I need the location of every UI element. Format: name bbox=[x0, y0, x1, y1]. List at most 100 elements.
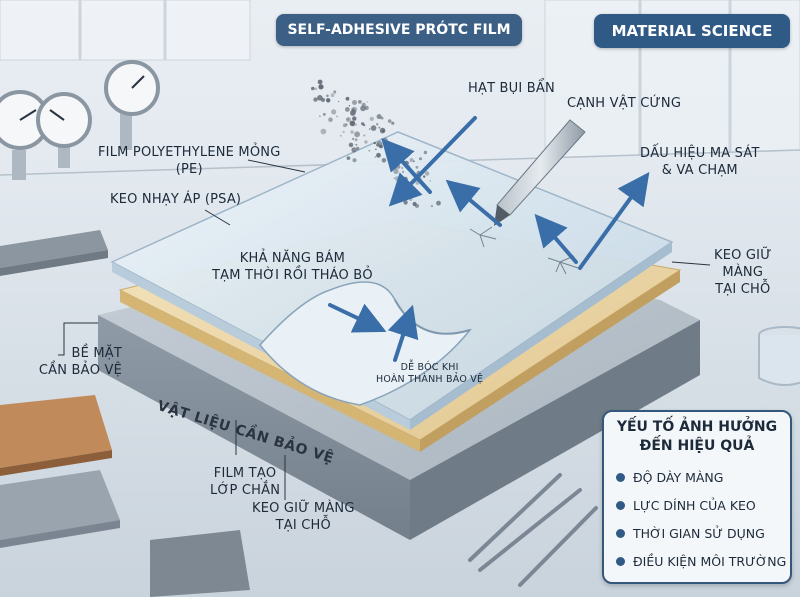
factors-panel: YẾU TỐ ẢNH HƯỞNG ĐẾN HIỆU QUẢ ĐỘ DÀY MÀN… bbox=[602, 410, 792, 584]
dust-label: HẠT BỤI BẨN bbox=[468, 81, 555, 96]
dust-particle bbox=[394, 176, 400, 182]
factor-label: ĐIỀU KIỆN MÔI TRƯỜNG bbox=[633, 554, 787, 569]
factor-label: THỜI GIAN SỬ DỤNG bbox=[633, 526, 765, 541]
dust-particle bbox=[352, 137, 355, 140]
dust-particle bbox=[424, 171, 430, 176]
dust-particle bbox=[318, 84, 324, 90]
dust-particle bbox=[314, 87, 318, 91]
surface-label-line1: BỀ MẶT bbox=[71, 346, 122, 361]
category-tag: MATERIAL SCIENCE bbox=[594, 14, 790, 48]
dust-particle bbox=[396, 164, 401, 169]
dust-particle bbox=[355, 143, 358, 146]
dust-particle bbox=[342, 130, 345, 134]
hold-right-line1: KEO GIỮ bbox=[714, 248, 772, 263]
dust-particle bbox=[339, 134, 342, 137]
hold-bottom-line1: KEO GIỮ MÀNG bbox=[252, 501, 355, 516]
dust-particle bbox=[354, 123, 358, 126]
surface-label-line2: CẦN BẢO VỆ bbox=[38, 363, 122, 378]
friction-label-line2: & VA CHẠM bbox=[661, 163, 738, 178]
dust-particle bbox=[349, 120, 356, 127]
dust-particle bbox=[387, 119, 392, 123]
dust-particle bbox=[360, 105, 366, 112]
bullet-icon bbox=[616, 501, 625, 510]
dust-particle bbox=[350, 110, 356, 116]
adhesion-label-line2: TẠM THỜI RỒI THÁO BỎ bbox=[212, 268, 373, 283]
factor-item: ĐIỀU KIỆN MÔI TRƯỜNG bbox=[616, 554, 786, 569]
dust-particle bbox=[375, 148, 377, 151]
dust-particle bbox=[429, 180, 432, 182]
material-samples bbox=[0, 230, 250, 597]
dust-particle bbox=[436, 200, 441, 206]
dust-particle bbox=[401, 170, 405, 174]
dust-particle bbox=[351, 147, 357, 153]
dust-particle bbox=[364, 105, 369, 110]
dust-particle bbox=[313, 97, 318, 102]
peel-label: DỄ BÓC KHI HOÀN THÀNH BẢO VỆ bbox=[376, 362, 483, 386]
dust-particle bbox=[370, 125, 377, 131]
adhesion-label: KHẢ NĂNG BÁM TẠM THỜI RỒI THÁO BỎ bbox=[212, 250, 373, 284]
bullet-icon bbox=[616, 557, 625, 566]
dust-particle bbox=[338, 100, 340, 103]
dust-particle bbox=[348, 142, 354, 148]
dust-particle bbox=[352, 116, 357, 121]
dust-particle bbox=[376, 123, 379, 126]
dust-particle bbox=[326, 98, 331, 103]
dust-particle bbox=[345, 96, 350, 101]
factor-item: ĐỘ DÀY MÀNG bbox=[616, 470, 723, 485]
dust-particle bbox=[357, 100, 362, 104]
hold-right-line3: TẠI CHỖ bbox=[715, 282, 771, 297]
pe-film-label: FILM POLYETHYLENE MỎNG (PE) bbox=[98, 144, 280, 178]
dust-particle bbox=[361, 122, 365, 126]
barrier-label-line2: LỚP CHẮN bbox=[210, 483, 281, 498]
factor-label: ĐỘ DÀY MÀNG bbox=[633, 470, 724, 485]
barrier-label: FILM TẠO LỚP CHẮN bbox=[210, 465, 280, 499]
friction-label-line1: DẤU HIỆU MA SÁT bbox=[640, 146, 760, 161]
dust-particle bbox=[364, 140, 368, 144]
dust-particle bbox=[403, 200, 408, 205]
tweezers bbox=[468, 473, 598, 587]
dust-particle bbox=[381, 129, 385, 133]
bullet-icon bbox=[616, 529, 625, 538]
dust-particle bbox=[381, 158, 387, 163]
dust-particle bbox=[345, 107, 350, 112]
force-arrows bbox=[328, 116, 650, 362]
dust-particle bbox=[336, 115, 338, 118]
leader-lines bbox=[58, 159, 711, 500]
pe-film-label-line2: (PE) bbox=[175, 162, 203, 177]
dust-particle bbox=[382, 137, 388, 143]
dust-particle bbox=[361, 102, 366, 107]
dust-particle bbox=[346, 117, 350, 121]
factor-item: LỰC DÍNH CỦA KEO bbox=[616, 498, 756, 513]
dust-particle bbox=[352, 100, 357, 105]
dust-particle bbox=[354, 131, 360, 138]
dust-particle bbox=[401, 166, 404, 170]
dust-particle bbox=[430, 205, 433, 208]
dust-particle bbox=[403, 176, 408, 182]
dust-particle bbox=[404, 149, 407, 152]
dust-particle bbox=[321, 98, 325, 103]
dust-particle bbox=[311, 86, 315, 91]
dust-particle bbox=[350, 130, 354, 134]
dust-particle bbox=[348, 105, 351, 107]
hold-right-line2: MÀNG bbox=[722, 265, 764, 280]
friction-label: DẤU HIỆU MA SÁT & VA CHẠM bbox=[640, 145, 760, 179]
factor-item: THỜI GIAN SỬ DỤNG bbox=[616, 526, 765, 541]
hold-film-label-bottom: KEO GIỮ MÀNG TẠI CHỖ bbox=[252, 500, 355, 534]
pe-film-label-line1: FILM POLYETHYLENE MỎNG bbox=[98, 145, 281, 160]
dust-particle bbox=[320, 128, 327, 135]
hold-film-label-right: KEO GIỮ MÀNG TẠI CHỖ bbox=[714, 247, 772, 298]
dust-particle bbox=[419, 157, 422, 161]
barrier-label-line1: FILM TẠO bbox=[213, 466, 277, 481]
adhesion-label-line1: KHẢ NĂNG BÁM bbox=[239, 251, 346, 266]
dust-particle bbox=[326, 94, 329, 98]
dust-particle bbox=[393, 168, 399, 175]
dust-particle bbox=[346, 117, 351, 123]
dust-particle bbox=[330, 93, 335, 98]
dust-particle bbox=[354, 138, 358, 142]
dust-particle bbox=[376, 143, 380, 147]
dust-particle bbox=[423, 175, 426, 178]
dust-particle bbox=[345, 123, 348, 126]
dust-particle bbox=[415, 165, 419, 169]
dust-particle bbox=[333, 91, 337, 94]
